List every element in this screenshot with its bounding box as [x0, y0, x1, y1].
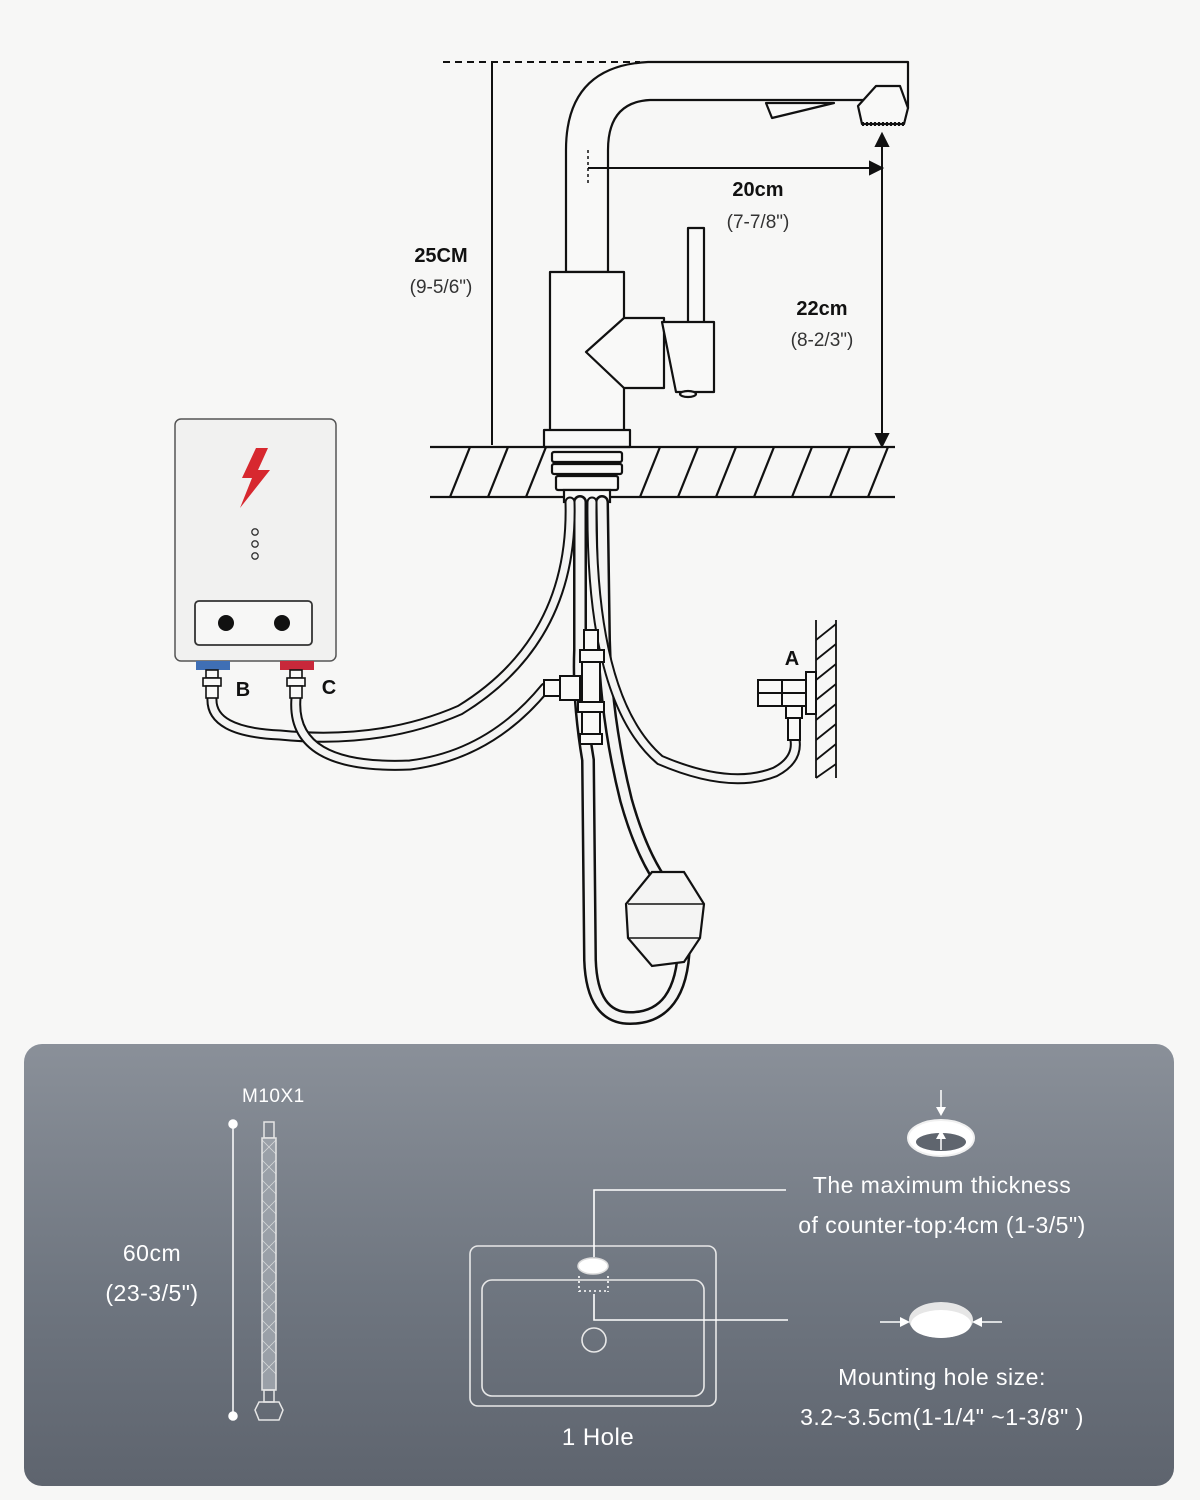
hose-length-metric: 60cm — [122, 1240, 182, 1266]
hole-size-line-2: 3.2~3.5cm(1-1/4" ~1-3/8" ) — [800, 1404, 1084, 1430]
holes-count-label: 1 Hole — [561, 1424, 635, 1451]
lightning-bolt-icon — [240, 448, 270, 508]
heater-knob-right — [274, 615, 290, 631]
water-heater — [174, 418, 337, 699]
hose-thread-label: M10X1 — [242, 1086, 305, 1107]
spout-height-dimension-line — [874, 131, 890, 449]
spec-panel-graphics — [228, 1090, 1002, 1421]
countertop — [430, 445, 895, 499]
hole-size-icon — [880, 1302, 1002, 1338]
hole-size-line-1: Mounting hole size: — [838, 1364, 1046, 1390]
port-b-label: B — [236, 679, 250, 701]
reach-dimension-line — [588, 160, 885, 176]
hose-weight — [624, 870, 706, 968]
braided-hose — [254, 1121, 284, 1421]
callout-lines — [578, 1189, 788, 1321]
mounting-shank — [550, 450, 624, 504]
hose-weight-bands — [628, 903, 704, 939]
faucet-hole — [577, 1257, 609, 1275]
faucet — [542, 60, 910, 449]
spout-height-metric-label: 22cm — [796, 298, 847, 320]
thickness-line-2: of counter-top:4cm (1-3/5") — [798, 1212, 1086, 1238]
reach-metric-label: 20cm — [732, 179, 783, 201]
height-metric-label: 25CM — [414, 245, 467, 267]
heater-knob-left — [218, 615, 234, 631]
indicator-dots — [251, 528, 259, 560]
thickness-icon — [907, 1090, 975, 1157]
wall — [815, 620, 837, 779]
hose-fittings — [543, 629, 605, 745]
hose-length-indicator — [228, 1119, 238, 1421]
thickness-line-1: The maximum thickness — [812, 1172, 1072, 1198]
sink-top-view — [469, 1245, 717, 1407]
reach-imperial-label: (7-7/8") — [727, 212, 790, 233]
hot-outlet-port — [280, 661, 314, 670]
spec-panel: M10X1 60cm (23-3/5") The maximum thickne… — [24, 1044, 1174, 1486]
installation-diagram: 25CM (9-5/6") 20cm (7-7/8") 22cm (8-2/3"… — [174, 60, 910, 1026]
spout-height-imperial-label: (8-2/3") — [791, 330, 854, 351]
hose-length-imperial: (23-3/5") — [105, 1280, 199, 1306]
heater-control-panel — [194, 600, 313, 646]
height-imperial-label: (9-5/6") — [410, 277, 473, 298]
port-a-label: A — [785, 648, 799, 670]
height-dimension-line — [443, 61, 640, 445]
port-c-label: C — [322, 677, 336, 699]
angle-valve-a — [757, 671, 817, 741]
cold-inlet-port — [196, 661, 230, 670]
